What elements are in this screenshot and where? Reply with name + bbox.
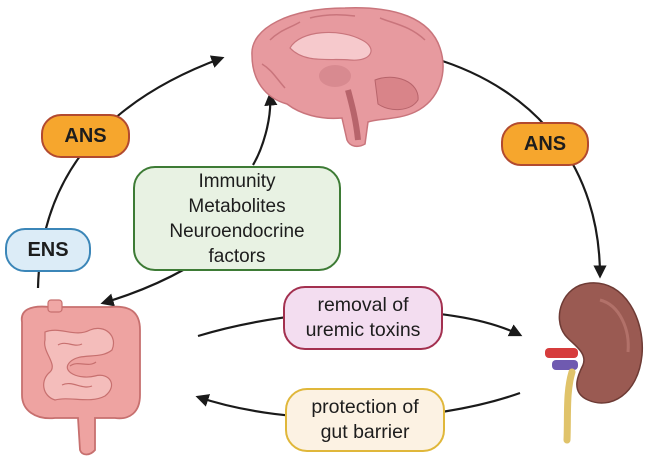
mediator-immunity: Immunity — [198, 170, 276, 192]
toxin-line-1: removal of — [317, 294, 409, 316]
arrow-middle-to-gut — [100, 268, 186, 307]
arrow-brain-to-kidney — [432, 56, 607, 279]
gut-barrier-box: protection of gut barrier — [285, 388, 445, 452]
mediator-metabolites: Metabolites — [188, 195, 286, 217]
toxin-line-2: uremic toxins — [305, 319, 421, 341]
mediator-neuroendocrine: Neuroendocrine — [169, 220, 305, 242]
ans-label-left: ANS — [41, 114, 130, 158]
ens-text: ENS — [27, 238, 69, 261]
mediators-box: Immunity Metabolites Neuroendocrine fact… — [133, 166, 341, 271]
ens-label: ENS — [5, 228, 91, 272]
mediator-factors: factors — [208, 245, 266, 267]
ans-text-left: ANS — [64, 124, 107, 147]
kidney-icon — [545, 282, 644, 444]
ans-text-right: ANS — [523, 132, 567, 155]
arrow-middle-to-brain — [252, 92, 278, 166]
barrier-line-1: protection of — [311, 396, 419, 418]
brain-icon — [251, 7, 444, 148]
intestine-icon — [20, 299, 141, 456]
ans-label-right: ANS — [501, 122, 589, 166]
toxin-removal-box: removal of uremic toxins — [283, 286, 443, 350]
barrier-line-2: gut barrier — [320, 421, 410, 443]
